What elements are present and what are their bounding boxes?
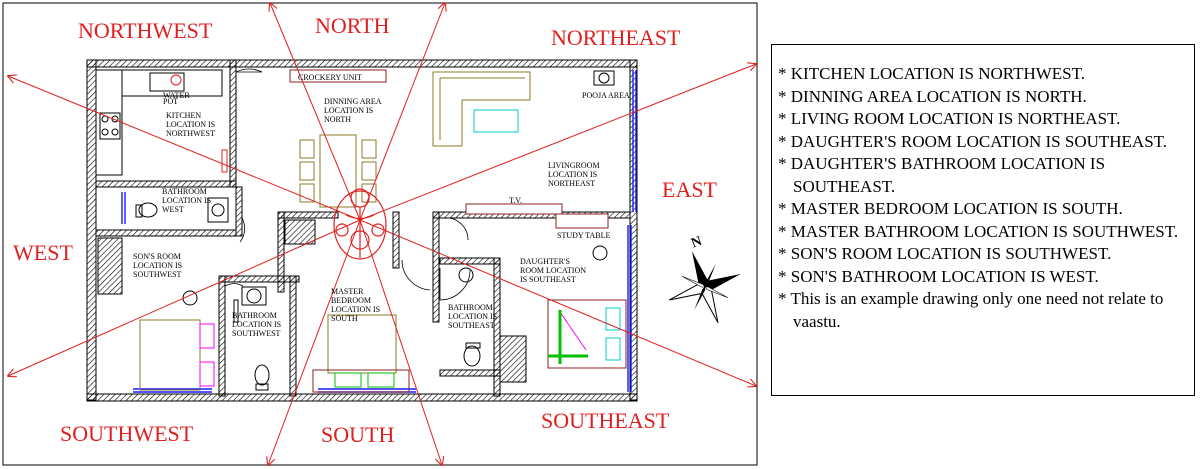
label-daughters-room: DAUGHTER'S ROOM LOCATION IS SOUTHEAST — [520, 257, 588, 284]
note-item: MASTER BATHROOM LOCATION IS SOUTHWEST. — [778, 221, 1186, 244]
label-southeast: SOUTHEAST — [541, 408, 670, 433]
note-item: LIVING ROOM LOCATION IS NORTHEAST. — [778, 108, 1186, 131]
label-sons-room: SON'S ROOM LOCATION IS SOUTHWEST — [133, 252, 184, 279]
note-item: DINNING AREA LOCATION IS NORTH. — [778, 86, 1186, 109]
vaastu-center-figure — [333, 188, 387, 260]
label-east: EAST — [662, 177, 718, 202]
label-north: NORTH — [315, 13, 390, 38]
building — [86, 59, 638, 402]
compass-rose — [669, 251, 741, 323]
compass-north-label: N — [689, 234, 704, 252]
direction-rays — [8, 3, 756, 465]
notes-box: KITCHEN LOCATION IS NORTHWEST. DINNING A… — [771, 44, 1195, 396]
label-pooja-area: POOJA AREA — [582, 91, 630, 100]
label-study-table: STUDY TABLE — [557, 231, 610, 240]
notes-list: KITCHEN LOCATION IS NORTHWEST. DINNING A… — [778, 63, 1186, 333]
drawing-frame — [2, 2, 758, 466]
note-item: KITCHEN LOCATION IS NORTHWEST. — [778, 63, 1186, 86]
label-dining-area: DINNING AREA LOCATION IS NORTH — [324, 97, 383, 124]
note-item: SON'S ROOM LOCATION IS SOUTHWEST. — [778, 243, 1186, 266]
label-living-room: LIVINGROOM LOCATION IS NORTHEAST — [548, 161, 602, 188]
label-southwest: SOUTHWEST — [60, 421, 194, 446]
label-water-pot: WATER POT — [163, 91, 192, 106]
label-sw-bathroom: BATHROOM LOCATION IS SOUTHWEST — [232, 311, 283, 338]
note-item: MASTER BEDROOM LOCATION IS SOUTH. — [778, 198, 1186, 221]
note-item: SON'S BATHROOM LOCATION IS WEST. — [778, 266, 1186, 289]
label-tv: T.V. — [509, 196, 522, 205]
label-kitchen: KITCHEN LOCATION IS NORTHWEST — [166, 111, 217, 138]
label-se-bathroom: BATHROOM LOCATION IS SOUTHEAST — [448, 303, 499, 330]
label-northwest: NORTHWEST — [78, 18, 213, 43]
note-item: DAUGHTER'S ROOM LOCATION IS SOUTHEAST. — [778, 131, 1186, 154]
note-item: DAUGHTER'S BATHROOM LOCATION IS SOUTHEAS… — [778, 153, 1186, 198]
label-west-bathroom: BATHROOM LOCATION IS WEST — [162, 187, 213, 214]
label-northeast: NORTHEAST — [551, 25, 681, 50]
note-item: This is an example drawing only one need… — [778, 288, 1186, 333]
label-south: SOUTH — [321, 422, 394, 447]
label-crockery-unit: CROCKERY UNIT — [298, 73, 362, 82]
label-west: WEST — [13, 240, 73, 265]
label-master-bedroom: MASTER BEDROOM LOCATION IS SOUTH — [331, 287, 382, 323]
